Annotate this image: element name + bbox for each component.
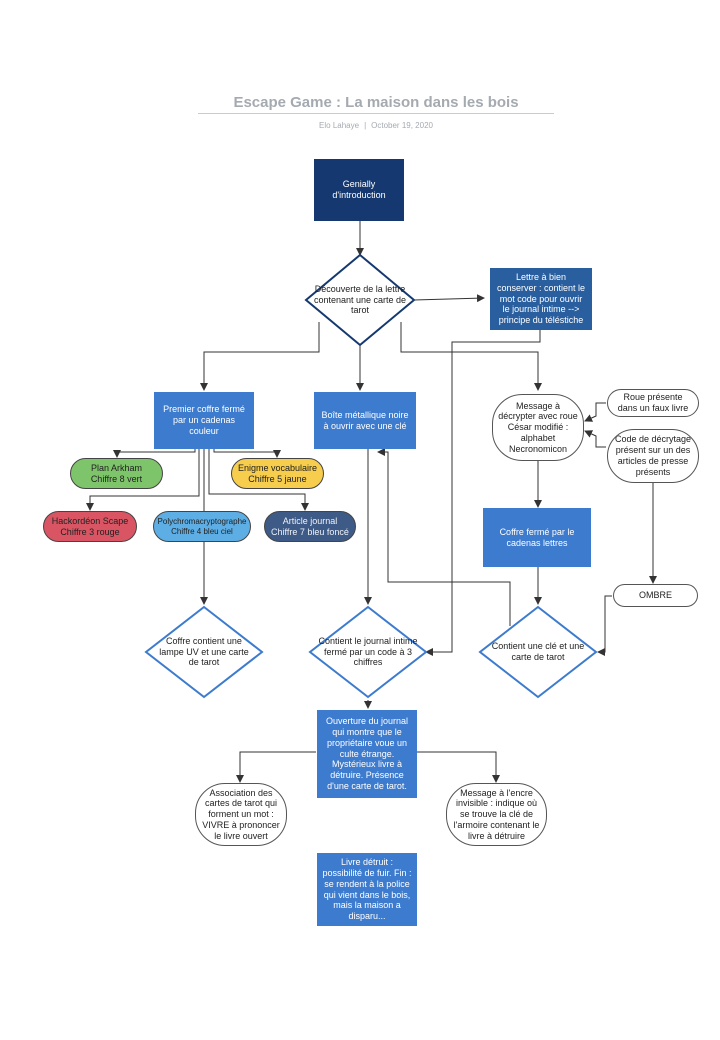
title-divider [198, 113, 554, 114]
edge-ombre-cle [597, 595, 612, 656]
label-decouverte: Découverte de la lettre contenant une ca… [313, 283, 407, 316]
edge-lettre-journal [425, 330, 541, 656]
label-cle-tarot: Contient une clé et une carte de tarot [491, 641, 585, 662]
edge-cle-boite [377, 448, 511, 626]
node-ouverture-journal: Ouverture du journal qui montre que le p… [317, 710, 417, 798]
node-message-encre: Message à l'encre invisible : indique où… [446, 783, 547, 846]
decision-diamond-lampe [144, 605, 264, 699]
decision-diamond-cle [478, 605, 598, 699]
node-message-decrypter: Message à décrypter avec roue César modi… [492, 394, 584, 461]
author-name: Elo Lahaye [319, 121, 360, 130]
page-subtitle: Elo Lahaye | October 19, 2020 [198, 121, 554, 130]
node-polychromacryptographe: Polychromacryptographe Chiffre 4 bleu ci… [153, 511, 251, 542]
edge-premier-plan [113, 449, 196, 458]
node-code-decryptage: Code de décrytage présent sur un des art… [607, 429, 699, 483]
node-roue: Roue présente dans un faux livre [607, 389, 699, 417]
decision-diamond-journal [308, 605, 428, 699]
subtitle-separator: | [364, 121, 367, 130]
node-genially-intro: Genially d'introduction [314, 159, 404, 221]
edge-ouverture-association [236, 751, 316, 783]
edge-premier-enigme [213, 449, 281, 458]
node-livre-detruit: Livre détruit : possibilité de fuir. Fin… [317, 853, 417, 926]
decision-diamond-decouverte [304, 253, 416, 347]
edge-premier-article [208, 449, 309, 511]
edge-premier-hackordeon [86, 449, 200, 511]
node-enigme-vocabulaire: Enigme vocabulaire Chiffre 5 jaune [231, 458, 324, 489]
node-boite-metallique: Boîte métallique noire à ouvrir avec une… [314, 392, 416, 449]
label-journal-intime: Contient le journal intime fermé par un … [318, 635, 418, 668]
node-lettre: Lettre à bien conserver : contient le mo… [490, 268, 592, 330]
node-premier-coffre: Premier coffre fermé par un cadenas coul… [154, 392, 254, 449]
node-article-journal: Article journal Chiffre 7 bleu foncé [264, 511, 356, 542]
edge-code-message [584, 430, 606, 448]
document-date: October 19, 2020 [371, 121, 433, 130]
edge-decouverte-premier [200, 322, 320, 391]
edge-decouverte-lettre [413, 294, 485, 303]
node-hackordeon: Hackordéon Scape Chiffre 3 rouge [43, 511, 137, 542]
edge-decouverte-message [400, 322, 542, 391]
node-ombre: OMBRE [613, 584, 698, 607]
edge-roue-message [584, 402, 606, 422]
edge-ouverture-encre [416, 751, 500, 783]
label-coffre-lampe: Coffre contient une lampe UV et une cart… [159, 635, 249, 668]
node-coffre-lettres: Coffre fermé par le cadenas lettres [483, 508, 591, 567]
node-plan-arkham: Plan Arkham Chiffre 8 vert [70, 458, 163, 489]
page-title: Escape Game : La maison dans les bois [233, 94, 519, 111]
node-association: Association des cartes de tarot qui form… [195, 783, 287, 846]
